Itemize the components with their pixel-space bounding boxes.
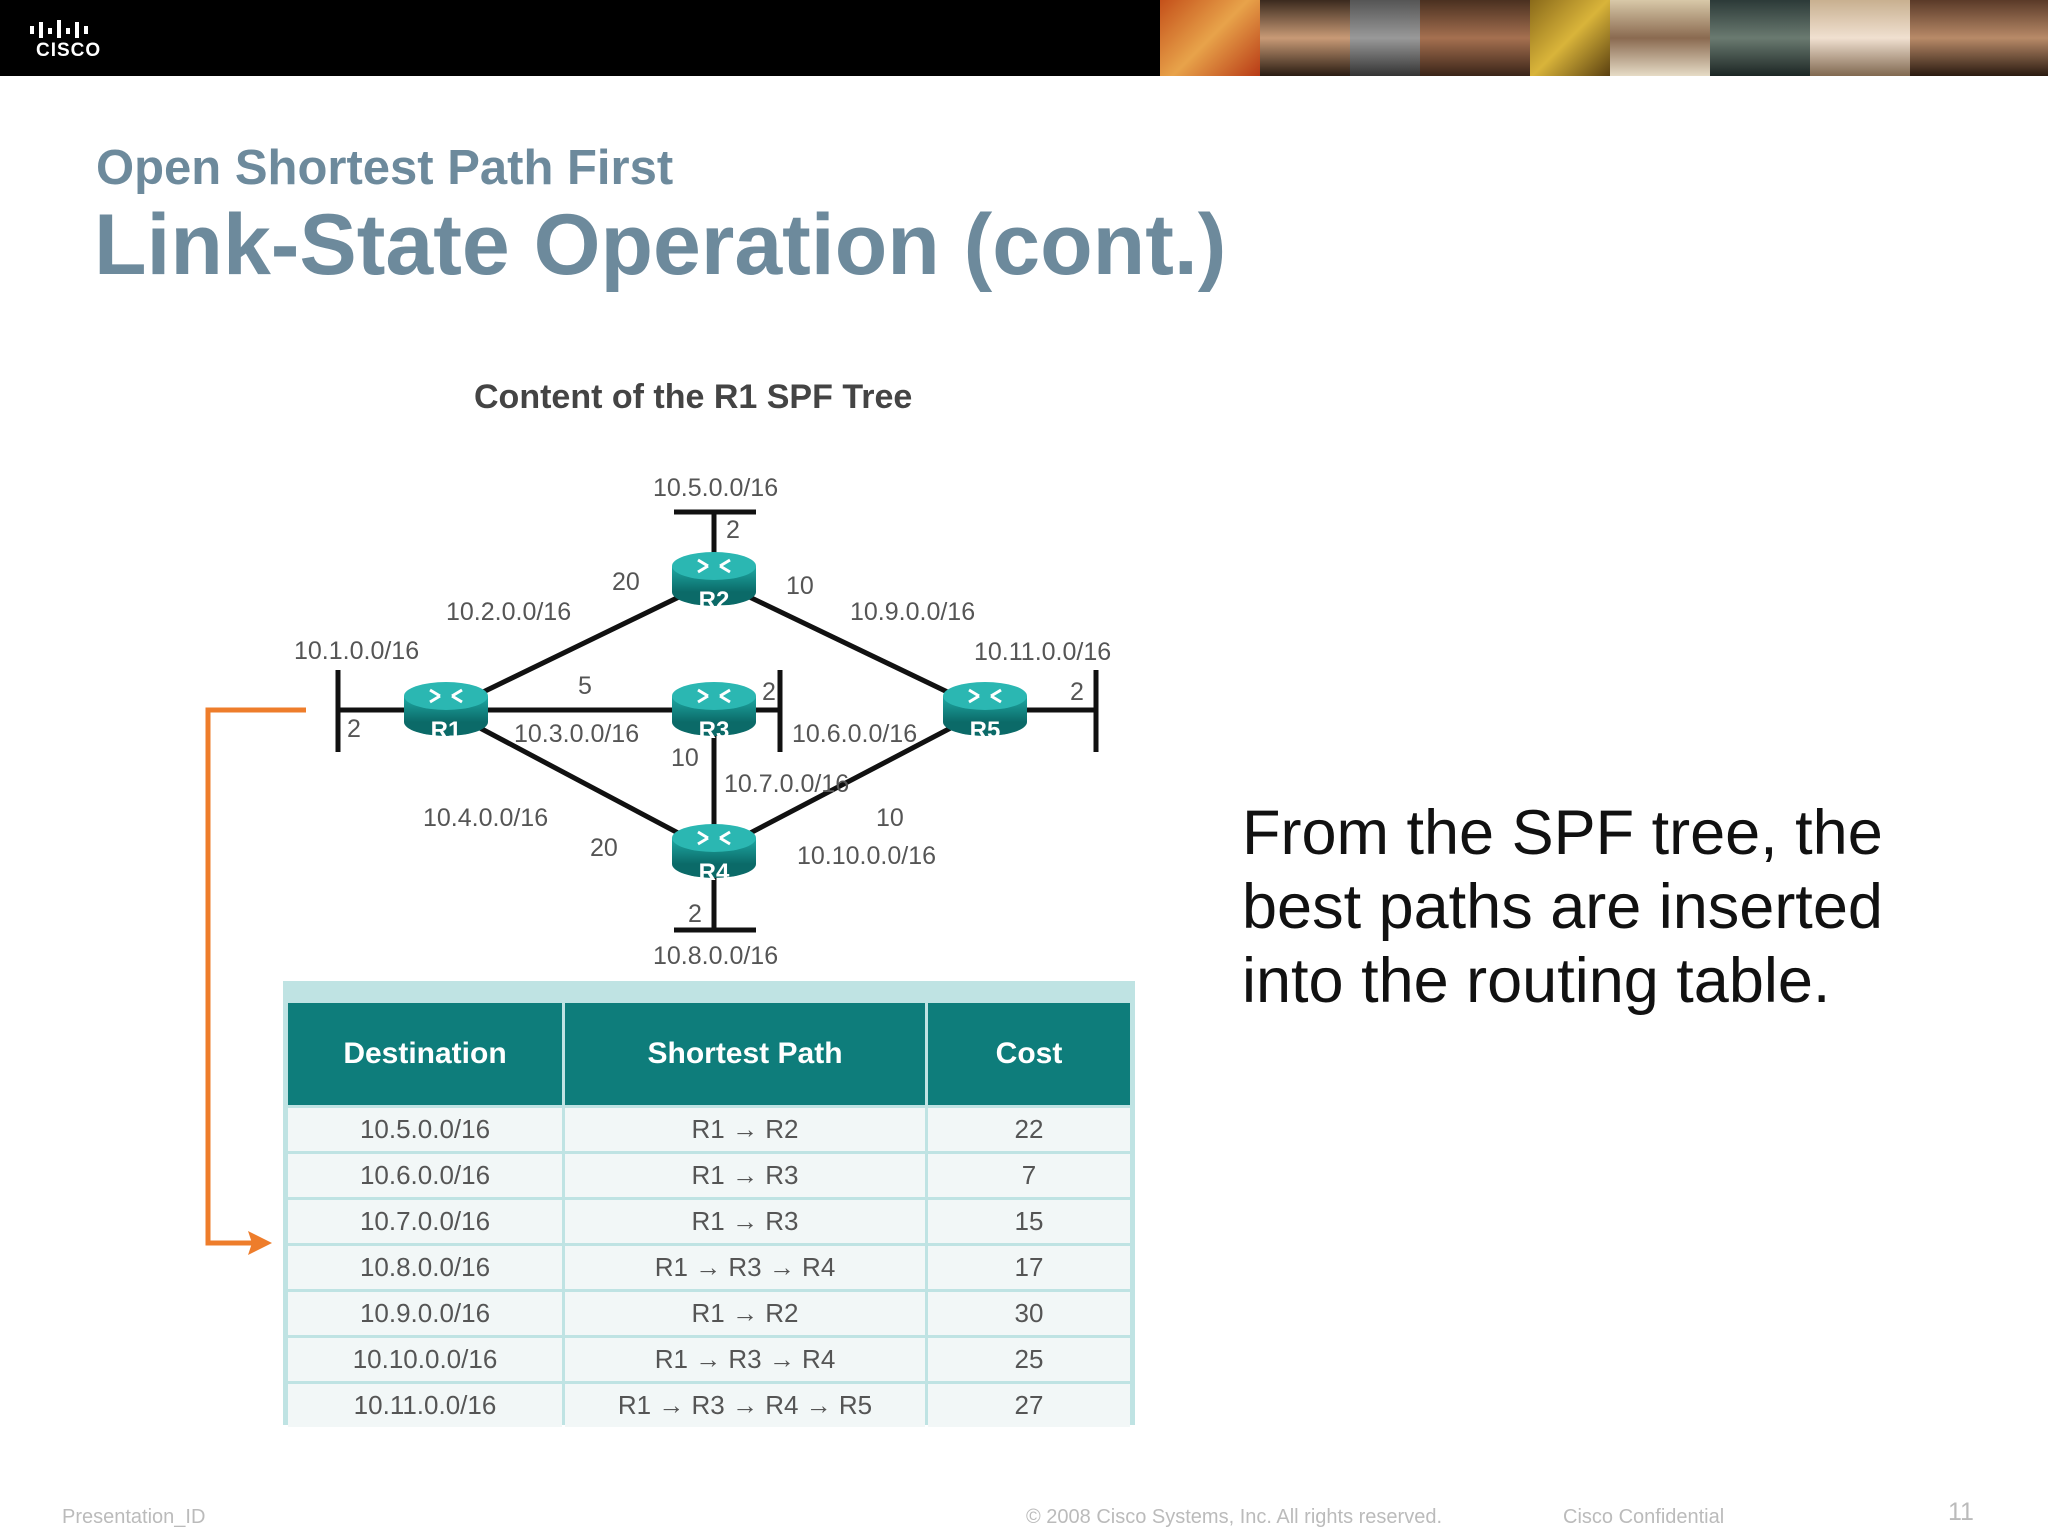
path-cell: R1 → R3 xyxy=(565,1154,925,1197)
cost-cell: 27 xyxy=(928,1384,1130,1427)
router-r5: R5 xyxy=(943,682,1027,744)
table-header-row: Destination Shortest Path Cost xyxy=(288,1003,1130,1105)
destination-cell: 10.9.0.0/16 xyxy=(288,1292,562,1335)
explanation-text: From the SPF tree, the best paths are in… xyxy=(1242,798,1883,1016)
cost-cell: 22 xyxy=(928,1108,1130,1151)
destination-cell: 10.7.0.0/16 xyxy=(288,1200,562,1243)
router-label: R5 xyxy=(970,717,1001,744)
path-cell: R1 → R2 xyxy=(565,1108,925,1151)
table-row: 10.9.0.0/16 R1 → R2 30 xyxy=(288,1292,1130,1335)
footer-presentation-id: Presentation_ID xyxy=(62,1506,206,1528)
network-label: 10.7.0.0/16 xyxy=(724,770,849,798)
path-cell: R1 → R3 → R4 xyxy=(565,1338,925,1381)
link-r1-r2 xyxy=(444,577,716,713)
router-label: R3 xyxy=(699,717,730,744)
slide-title: Link-State Operation (cont.) xyxy=(94,197,1227,293)
cost-label: 10 xyxy=(786,572,814,600)
cost-label: 2 xyxy=(688,900,702,928)
column-header: Shortest Path xyxy=(565,1003,925,1105)
photo-tile xyxy=(1350,0,1420,76)
path-cell: R1 → R2 xyxy=(565,1292,925,1335)
photo-tile xyxy=(1420,0,1530,76)
router-r1: R1 xyxy=(404,682,488,744)
network-label: 10.3.0.0/16 xyxy=(514,720,639,748)
routing-table: Destination Shortest Path Cost 10.5.0.0/… xyxy=(285,1000,1133,1430)
cost-label: 2 xyxy=(347,715,361,743)
photo-tile xyxy=(1530,0,1610,76)
link-r4-r5 xyxy=(712,707,987,855)
cost-label: 20 xyxy=(612,568,640,596)
network-label: 10.4.0.0/16 xyxy=(423,804,548,832)
network-label: 10.5.0.0/16 xyxy=(653,474,778,502)
cost-cell: 7 xyxy=(928,1154,1130,1197)
network-label: 10.2.0.0/16 xyxy=(446,598,571,626)
cost-label: 2 xyxy=(762,678,776,706)
router-r2: R2 xyxy=(672,552,756,614)
destination-cell: 10.10.0.0/16 xyxy=(288,1338,562,1381)
table-row: 10.10.0.0/16 R1 → R3 → R4 25 xyxy=(288,1338,1130,1381)
cost-label: 2 xyxy=(1070,678,1084,706)
router-label: R2 xyxy=(699,587,730,614)
router-r3: R3 xyxy=(672,682,756,744)
cost-label: 10 xyxy=(671,744,699,772)
network-label: 10.6.0.0/16 xyxy=(792,720,917,748)
brand-name: CISCO xyxy=(36,40,102,61)
cost-label: 10 xyxy=(876,804,904,832)
table-row: 10.5.0.0/16 R1 → R2 22 xyxy=(288,1108,1130,1151)
router-r4: R4 xyxy=(672,824,756,886)
page-number: 11 xyxy=(1948,1498,1974,1526)
footer-copyright: © 2008 Cisco Systems, Inc. All rights re… xyxy=(1026,1506,1443,1528)
people-photo-strip xyxy=(1160,0,2048,76)
slide-subtitle: Open Shortest Path First xyxy=(96,141,674,195)
cisco-logo-icon xyxy=(30,20,88,38)
cost-cell: 17 xyxy=(928,1246,1130,1289)
photo-tile xyxy=(1260,0,1350,76)
photo-tile xyxy=(1910,0,2048,76)
path-cell: R1 → R3 → R4 xyxy=(565,1246,925,1289)
network-label: 10.1.0.0/16 xyxy=(294,637,419,665)
destination-cell: 10.11.0.0/16 xyxy=(288,1384,562,1427)
cost-cell: 30 xyxy=(928,1292,1130,1335)
column-header: Destination xyxy=(288,1003,562,1105)
link-r1-r4 xyxy=(444,707,716,855)
network-label: 10.8.0.0/16 xyxy=(653,942,778,970)
path-cell: R1 → R3 → R4 → R5 xyxy=(565,1384,925,1427)
path-cell: R1 → R3 xyxy=(565,1200,925,1243)
network-label: 10.10.0.0/16 xyxy=(797,842,936,870)
column-header: Cost xyxy=(928,1003,1130,1105)
cost-cell: 15 xyxy=(928,1200,1130,1243)
photo-tile xyxy=(1810,0,1910,76)
pointer-arrow-icon xyxy=(205,707,306,1255)
router-label: R1 xyxy=(431,717,462,744)
destination-cell: 10.5.0.0/16 xyxy=(288,1108,562,1151)
cost-cell: 25 xyxy=(928,1338,1130,1381)
network-label: 10.9.0.0/16 xyxy=(850,598,975,626)
network-label: 10.11.0.0/16 xyxy=(974,638,1111,666)
cost-label: 2 xyxy=(726,516,740,544)
destination-cell: 10.8.0.0/16 xyxy=(288,1246,562,1289)
photo-tile xyxy=(1160,0,1260,76)
router-label: R4 xyxy=(699,859,730,886)
top-banner: CISCO xyxy=(0,0,2048,76)
table-row: 10.11.0.0/16 R1 → R3 → R4 → R5 27 xyxy=(288,1384,1130,1427)
table-row: 10.6.0.0/16 R1 → R3 7 xyxy=(288,1154,1130,1197)
table-row: 10.8.0.0/16 R1 → R3 → R4 17 xyxy=(288,1246,1130,1289)
photo-tile xyxy=(1710,0,1810,76)
cost-label: 5 xyxy=(578,672,592,700)
destination-cell: 10.6.0.0/16 xyxy=(288,1154,562,1197)
diagram-title: Content of the R1 SPF Tree xyxy=(474,378,913,416)
photo-tile xyxy=(1610,0,1710,76)
link-r2-r5 xyxy=(712,577,987,713)
cost-label: 20 xyxy=(590,834,618,862)
footer-confidential: Cisco Confidential xyxy=(1563,1506,1725,1528)
table-row: 10.7.0.0/16 R1 → R3 15 xyxy=(288,1200,1130,1243)
